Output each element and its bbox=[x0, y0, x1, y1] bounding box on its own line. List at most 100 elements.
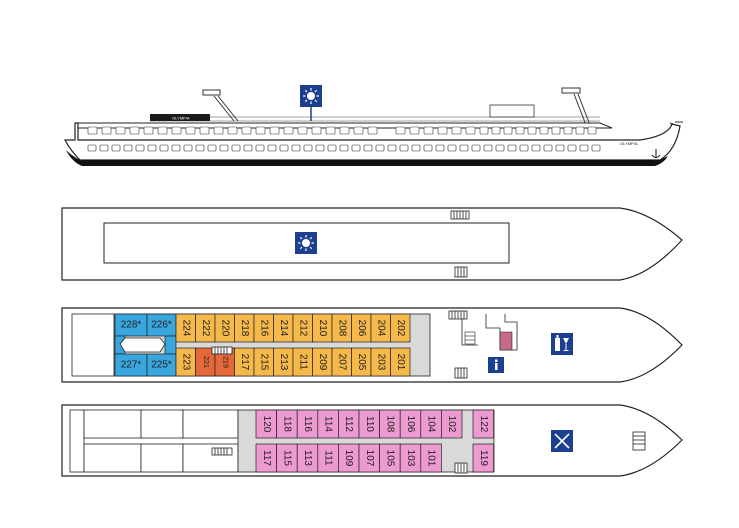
window bbox=[241, 126, 252, 135]
cabin-101[interactable]: 101 bbox=[420, 443, 442, 473]
sun-deck-rail bbox=[150, 116, 600, 122]
stair-icon bbox=[454, 266, 468, 278]
cabin-number: 115 bbox=[281, 450, 292, 466]
cabin-202[interactable]: 202 bbox=[390, 313, 411, 343]
cabin-224[interactable]: 224 bbox=[175, 313, 196, 343]
cabin-112[interactable]: 112 bbox=[338, 409, 360, 439]
cabin-226[interactable]: 226* bbox=[146, 313, 177, 337]
cabin-number: 211 bbox=[297, 354, 308, 370]
porthole bbox=[495, 144, 505, 152]
cabin-number: 224 bbox=[180, 320, 191, 337]
cabin-205[interactable]: 205 bbox=[351, 347, 372, 377]
cabin-110[interactable]: 110 bbox=[358, 409, 380, 439]
window bbox=[171, 126, 182, 135]
porthole bbox=[339, 144, 349, 152]
porthole bbox=[411, 144, 421, 152]
window bbox=[157, 126, 168, 135]
cabin-number: 114 bbox=[323, 416, 334, 432]
cabin-217[interactable]: 217 bbox=[234, 347, 255, 377]
cabin-119[interactable]: 119 bbox=[472, 443, 494, 473]
cabin-number: 202 bbox=[395, 320, 406, 337]
cabin-number: 223 bbox=[180, 354, 191, 371]
cabin-109[interactable]: 109 bbox=[338, 443, 360, 473]
window bbox=[297, 126, 308, 135]
cabin-227[interactable]: 227* bbox=[114, 353, 148, 377]
cabin-203[interactable]: 203 bbox=[370, 347, 391, 377]
ship-profile: OLYMPIA OLYMPIA bbox=[64, 85, 683, 166]
cabin-116[interactable]: 116 bbox=[296, 409, 319, 439]
cabin-number: 119 bbox=[478, 450, 489, 466]
window bbox=[353, 126, 364, 135]
cabin-220[interactable]: 220 bbox=[214, 313, 235, 343]
porthole bbox=[279, 144, 289, 152]
cabin-211[interactable]: 211 bbox=[292, 347, 313, 377]
cabin-216[interactable]: 216 bbox=[253, 313, 274, 343]
cabin-206[interactable]: 206 bbox=[351, 313, 372, 343]
cabin-111[interactable]: 111 bbox=[317, 443, 339, 473]
porthole bbox=[147, 144, 157, 152]
cabin-number: 214 bbox=[278, 320, 289, 337]
sun-icon bbox=[295, 232, 317, 254]
window bbox=[563, 126, 573, 135]
info-icon bbox=[488, 357, 504, 373]
cabin-218[interactable]: 218 bbox=[234, 313, 255, 343]
cabin-102[interactable]: 102 bbox=[441, 409, 463, 439]
cabin-number: 205 bbox=[356, 354, 367, 371]
window bbox=[269, 126, 280, 135]
cabin-106[interactable]: 106 bbox=[399, 409, 422, 439]
cabin-214[interactable]: 214 bbox=[273, 313, 294, 343]
cabin-225[interactable]: 225* bbox=[146, 353, 177, 377]
porthole bbox=[291, 144, 301, 152]
cabin-107[interactable]: 107 bbox=[358, 443, 380, 473]
porthole bbox=[531, 144, 541, 152]
cabin-shape bbox=[472, 409, 494, 439]
cabin-103[interactable]: 103 bbox=[399, 443, 422, 473]
aft-area bbox=[71, 313, 115, 377]
stair-icon bbox=[211, 447, 233, 456]
cabin-210[interactable]: 210 bbox=[312, 313, 333, 343]
window bbox=[311, 126, 322, 135]
cabin-208[interactable]: 208 bbox=[331, 313, 352, 343]
window bbox=[255, 126, 266, 135]
porthole bbox=[183, 144, 193, 152]
window bbox=[339, 126, 350, 135]
cabin-shape bbox=[420, 443, 442, 473]
cabin-120[interactable]: 120 bbox=[255, 409, 277, 439]
cabin-201[interactable]: 201 bbox=[390, 347, 411, 377]
porthole bbox=[255, 144, 265, 152]
cabin-222[interactable]: 222 bbox=[195, 313, 216, 343]
window bbox=[423, 126, 434, 135]
cabin-114[interactable]: 114 bbox=[317, 409, 339, 439]
cabin-207[interactable]: 207 bbox=[331, 347, 352, 377]
window bbox=[283, 126, 294, 135]
cabin-113[interactable]: 113 bbox=[296, 443, 319, 473]
cabin-number: 117 bbox=[261, 450, 272, 466]
cabin-212[interactable]: 212 bbox=[292, 313, 313, 343]
cabin-105[interactable]: 105 bbox=[379, 443, 401, 473]
cabin-228[interactable]: 228* bbox=[114, 313, 148, 337]
cabin-204[interactable]: 204 bbox=[370, 313, 391, 343]
cabin-number: 107 bbox=[364, 450, 375, 467]
window bbox=[479, 126, 489, 135]
cabin-221[interactable]: 221 bbox=[195, 347, 216, 377]
cabin-115[interactable]: 115 bbox=[276, 443, 298, 473]
cabin-118[interactable]: 118 bbox=[276, 409, 298, 439]
cabin-223[interactable]: 223 bbox=[175, 347, 196, 377]
porthole bbox=[159, 144, 169, 152]
window bbox=[587, 126, 597, 135]
sun-deck-icon bbox=[300, 85, 322, 121]
cabin-213[interactable]: 213 bbox=[273, 347, 294, 377]
cabin-108[interactable]: 108 bbox=[379, 409, 401, 439]
stair-icon bbox=[454, 367, 468, 379]
cabin-215[interactable]: 215 bbox=[253, 347, 274, 377]
cabin-209[interactable]: 209 bbox=[312, 347, 333, 377]
sun-deck bbox=[61, 207, 683, 281]
window bbox=[409, 126, 420, 135]
cabin-number: 225* bbox=[151, 360, 172, 371]
cabin-number: 204 bbox=[375, 320, 386, 337]
cabin-117[interactable]: 117 bbox=[255, 443, 277, 473]
cabin-104[interactable]: 104 bbox=[420, 409, 442, 439]
cabin-122[interactable]: 122 bbox=[472, 409, 494, 439]
